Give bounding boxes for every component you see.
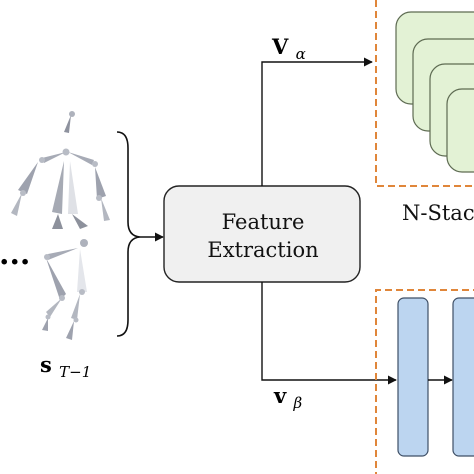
bottom-branch-arrow	[261, 282, 397, 385]
top-branch-label: V α	[271, 34, 306, 63]
top-branch-label-subscript: α	[296, 45, 306, 63]
sequence-brace	[116, 131, 141, 337]
stacked-block-4	[446, 88, 474, 173]
stacked-blocks	[395, 11, 474, 173]
top-branch-label-main: V	[271, 34, 289, 59]
pose-skeleton-upper	[11, 111, 110, 229]
sequence-label-subscript: T−1	[59, 363, 91, 381]
sequence-ellipsis: ...	[0, 237, 30, 272]
bottom-branch-label: v β	[273, 383, 303, 412]
sequence-label: s T−1	[40, 352, 91, 381]
bottom-branch-label-main: v	[273, 383, 287, 408]
bottom-branch-label-subscript: β	[293, 394, 303, 412]
top-branch-arrow	[261, 57, 373, 186]
pose-skeleton-lower	[42, 239, 88, 340]
feature-box-line1: Feature	[222, 210, 305, 234]
sequence-label-main: s	[40, 352, 52, 377]
stacked-module-label: N-Stac	[402, 201, 474, 225]
stacked-module-border	[375, 0, 474, 187]
bottom-block-1	[397, 297, 429, 457]
feature-box-line2: Extraction	[207, 238, 318, 262]
bottom-block-2	[452, 297, 474, 457]
bottom-module-border	[375, 289, 474, 474]
feature-extraction-box	[163, 185, 361, 283]
